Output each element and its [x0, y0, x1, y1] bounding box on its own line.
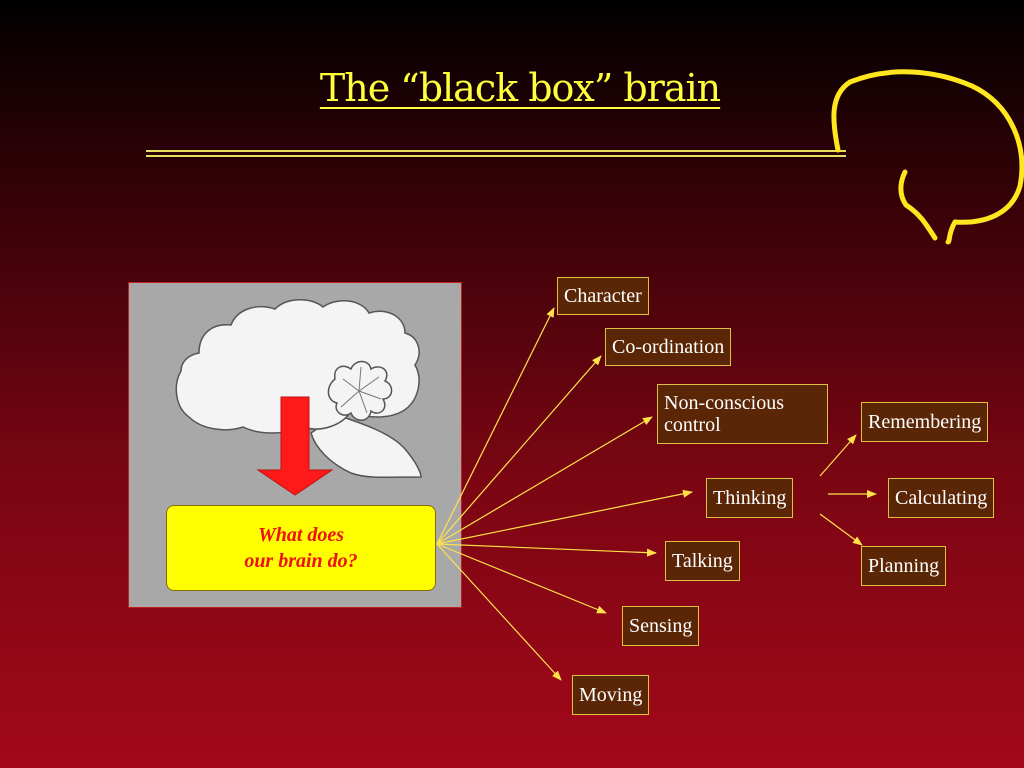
title-rule-top: [146, 150, 846, 152]
arrow-to-planning: [819, 513, 863, 546]
node-moving-label: Moving: [579, 684, 643, 706]
arrow-to-nonconscious: [436, 416, 653, 545]
question-line-2: our brain do?: [244, 550, 358, 572]
brain-illustration: [175, 299, 422, 479]
arrow-to-moving: [436, 543, 562, 681]
node-calculating: Calculating: [888, 478, 995, 518]
node-character-label: Character: [564, 285, 642, 307]
node-sensing: Sensing: [622, 606, 700, 646]
title-rule-bottom: [146, 155, 846, 157]
node-planning: Planning: [861, 546, 947, 586]
arrow-to-character: [436, 307, 555, 545]
node-nonconscious-control: Non-conscious control: [657, 384, 828, 444]
node-nonconscious-line-2: control: [664, 414, 721, 436]
node-talking: Talking: [665, 541, 740, 581]
node-character: Character: [557, 277, 649, 315]
question-box: What does our brain do?: [166, 505, 436, 591]
arrow-to-sensing: [436, 543, 607, 614]
node-talking-label: Talking: [672, 550, 733, 572]
node-thinking-label: Thinking: [713, 487, 787, 509]
arrow-to-remembering: [819, 434, 857, 477]
node-sensing-label: Sensing: [629, 615, 693, 637]
node-nonconscious-line-1: Non-conscious: [664, 392, 784, 414]
slide-title: The “black box” brain: [319, 66, 721, 110]
arrow-to-talking: [436, 543, 657, 557]
node-moving: Moving: [572, 675, 650, 715]
node-remembering-label: Remembering: [868, 411, 982, 433]
question-line-1: What does: [257, 524, 345, 546]
node-remembering: Remembering: [861, 402, 989, 442]
node-calculating-label: Calculating: [895, 487, 988, 509]
node-planning-label: Planning: [868, 555, 940, 577]
node-coordination: Co-ordination: [605, 328, 732, 366]
arrow-to-coordination: [436, 355, 602, 545]
arrow-to-thinking: [436, 489, 693, 545]
node-thinking: Thinking: [706, 478, 794, 518]
node-coordination-label: Co-ordination: [612, 336, 725, 358]
